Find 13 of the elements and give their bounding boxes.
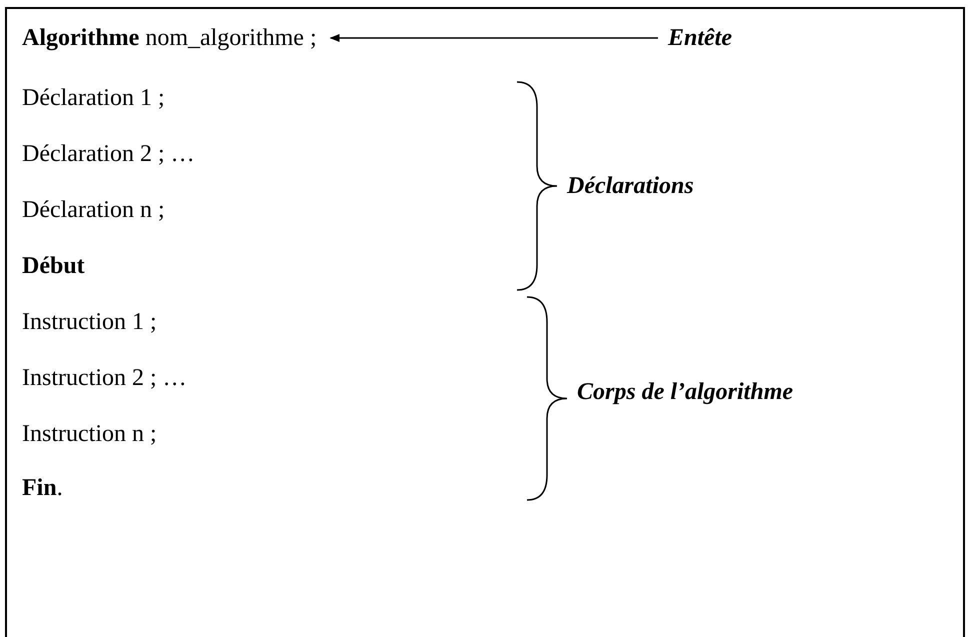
keyword: Début [22,252,85,280]
instruction-line: Instruction 1 ; [22,308,157,336]
arrow [330,34,658,42]
instruction-line: Instruction n ; [22,420,157,448]
declaration-line: Déclaration 2 ; … [22,140,195,168]
section-label: Corps de l’algorithme [577,378,794,406]
instruction-line: Instruction 2 ; … [22,364,187,392]
section-label: Entête [668,24,732,52]
section-label: Déclarations [567,172,694,200]
header-line: Algorithme nom_algorithme ; [22,24,317,52]
declaration-line: Déclaration n ; [22,196,165,224]
declaration-line: Déclaration 1 ; [22,84,165,112]
keyword-line: Fin. [22,474,63,502]
